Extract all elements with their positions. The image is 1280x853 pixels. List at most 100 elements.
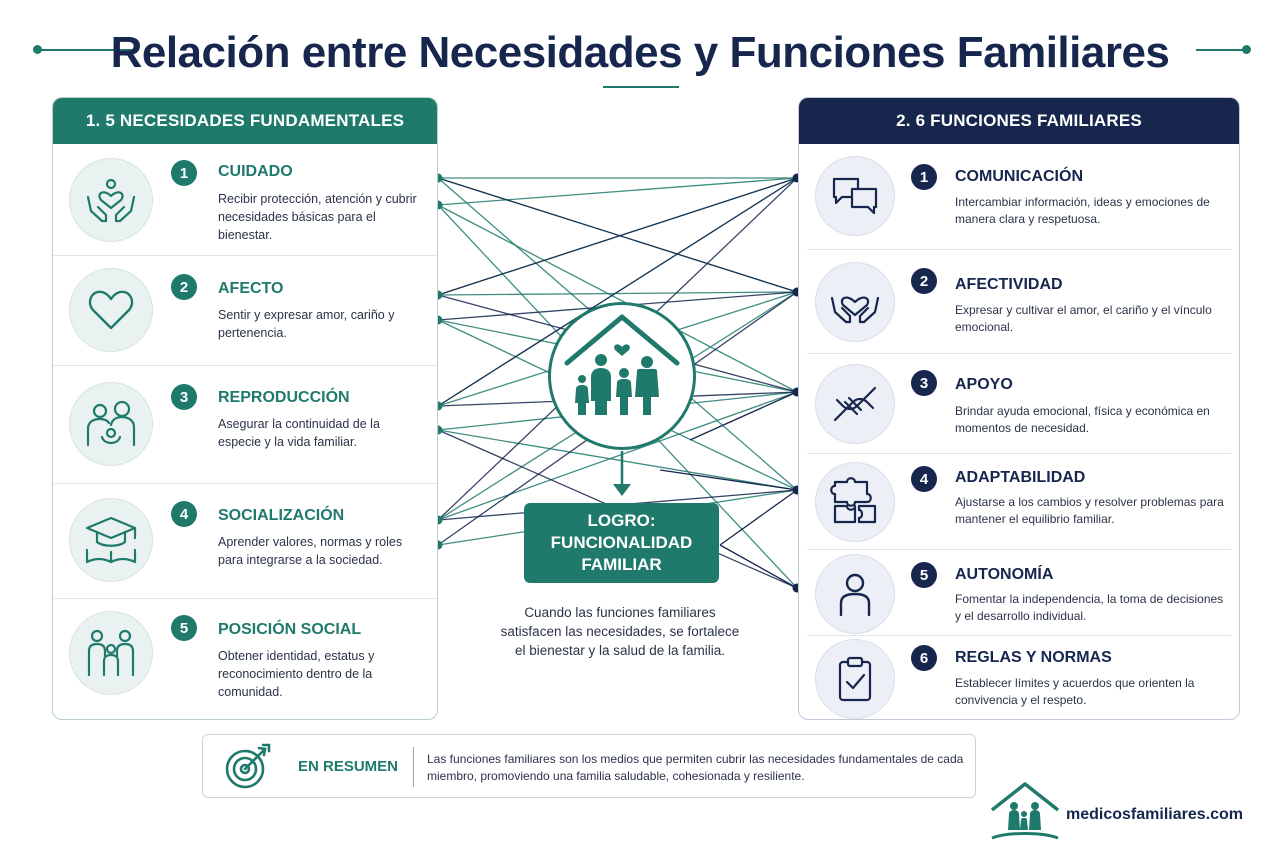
function-number: 1 xyxy=(911,164,937,190)
logro-line: FUNCIONALIDAD xyxy=(550,533,693,552)
title-left-rule xyxy=(40,49,136,51)
need-item-reproduccion: 3 REPRODUCCIÓN Asegurar la continuidad d… xyxy=(53,366,437,484)
function-desc: Fomentar la independencia, la toma de de… xyxy=(955,592,1224,623)
row-divider xyxy=(807,249,1231,250)
need-number: 5 xyxy=(171,615,197,641)
function-item-comunicacion: 1 COMUNICACIÓN Intercambiar información,… xyxy=(799,144,1239,250)
clipboard-check-icon xyxy=(815,639,895,719)
center-explanation: Cuando las funciones familiares satisfac… xyxy=(500,605,740,658)
function-desc: Establecer límites y acuerdos que orient… xyxy=(955,676,1195,707)
summary-box: EN RESUMEN Las funciones familiares son … xyxy=(202,734,976,798)
need-desc: Recibir protección, atención y cubrir ne… xyxy=(218,192,417,242)
function-desc: Ajustarse a los cambios y resolver probl… xyxy=(955,495,1224,526)
logro-box: LOGRO: FUNCIONALIDAD FAMILIAR xyxy=(524,503,719,583)
row-divider xyxy=(53,255,437,256)
need-number: 1 xyxy=(171,160,197,186)
house-family-logo-icon xyxy=(988,780,1062,847)
hands-heart-icon xyxy=(815,262,895,342)
need-number: 3 xyxy=(171,384,197,410)
function-item-afectividad: 2 AFECTIVIDAD Expresar y cultivar el amo… xyxy=(799,250,1239,354)
title-right-rule xyxy=(1196,49,1244,51)
brand-name: medicosfamiliares.com xyxy=(1066,806,1243,823)
house-family-icon xyxy=(548,302,696,450)
need-number: 2 xyxy=(171,274,197,300)
row-divider xyxy=(53,365,437,366)
family-group-icon xyxy=(69,611,153,695)
row-divider xyxy=(807,453,1231,454)
connector-line xyxy=(689,391,798,441)
connector-line xyxy=(719,489,798,546)
handshake-icon xyxy=(815,364,895,444)
function-desc: Expresar y cultivar el amor, el cariño y… xyxy=(955,303,1212,334)
need-number: 4 xyxy=(171,501,197,527)
need-item-afecto: 2 AFECTO Sentir y expresar amor, cariño … xyxy=(53,256,437,366)
need-desc: Asegurar la continuidad de la especie y … xyxy=(218,417,380,449)
heart-icon xyxy=(69,268,153,352)
row-divider xyxy=(53,598,437,599)
row-divider xyxy=(807,353,1231,354)
page-title: Relación entre Necesidades y Funciones F… xyxy=(110,28,1170,77)
target-icon xyxy=(223,743,273,796)
row-divider xyxy=(807,635,1231,636)
title-area: Relación entre Necesidades y Funciones F… xyxy=(0,22,1280,92)
speech-bubbles-icon xyxy=(815,156,895,236)
need-desc: Sentir y expresar amor, cariño y pertene… xyxy=(218,308,395,340)
function-number: 3 xyxy=(911,370,937,396)
title-underline xyxy=(603,86,679,88)
need-title: REPRODUCCIÓN xyxy=(218,389,350,406)
connector-line xyxy=(437,391,798,521)
connector-line xyxy=(437,291,798,296)
row-divider xyxy=(53,483,437,484)
need-title: SOCIALIZACIÓN xyxy=(218,507,345,524)
summary-text: Las funciones familiares son los medios … xyxy=(427,752,964,783)
need-item-cuidado: 1 CUIDADO Recibir protección, atención y… xyxy=(53,144,437,256)
puzzle-icon xyxy=(815,462,895,542)
connector-line xyxy=(659,469,798,491)
function-number: 6 xyxy=(911,645,937,671)
connector-line xyxy=(437,177,798,293)
connector-line xyxy=(437,177,798,296)
title-left-dot xyxy=(33,45,42,54)
need-item-socializacion: 4 SOCIALIZACIÓN Aprender valores, normas… xyxy=(53,484,437,599)
function-title: AFECTIVIDAD xyxy=(955,276,1063,293)
need-title: AFECTO xyxy=(218,280,284,297)
function-title: AUTONOMÍA xyxy=(955,566,1054,583)
need-desc: Obtener identidad, estatus y reconocimie… xyxy=(218,649,375,699)
connector-line xyxy=(719,544,798,589)
function-desc: Intercambiar información, ideas y emocio… xyxy=(955,195,1210,226)
function-title: APOYO xyxy=(955,376,1013,393)
graduation-book-icon xyxy=(69,498,153,582)
function-number: 2 xyxy=(911,268,937,294)
hands-heart-icon xyxy=(69,158,153,242)
function-desc: Brindar ayuda emocional, física y económ… xyxy=(955,404,1210,435)
summary-divider xyxy=(413,747,414,787)
connector-line xyxy=(437,429,798,491)
title-right-dot xyxy=(1242,45,1251,54)
connector-line xyxy=(437,177,798,206)
parents-baby-icon xyxy=(69,382,153,466)
summary-label: EN RESUMEN xyxy=(298,758,399,775)
connector-line xyxy=(437,204,798,393)
logro-line: LOGRO: xyxy=(587,511,656,530)
functions-panel: 2. 6 FUNCIONES FAMILIARES 1 COMUNICACIÓN… xyxy=(798,97,1240,720)
need-title: CUIDADO xyxy=(218,163,293,180)
connector-line xyxy=(437,177,798,407)
function-title: REGLAS Y NORMAS xyxy=(955,649,1112,666)
function-title: ADAPTABILIDAD xyxy=(955,469,1086,486)
function-item-reglas: 6 REGLAS Y NORMAS Establecer límites y a… xyxy=(799,636,1239,719)
functions-panel-heading: 2. 6 FUNCIONES FAMILIARES xyxy=(799,98,1239,144)
row-divider xyxy=(807,549,1231,550)
function-item-apoyo: 3 APOYO Brindar ayuda emocional, física … xyxy=(799,354,1239,454)
need-desc: Aprender valores, normas y roles para in… xyxy=(218,535,403,567)
need-title: POSICIÓN SOCIAL xyxy=(218,621,362,638)
function-title: COMUNICACIÓN xyxy=(955,168,1083,185)
need-item-posicion-social: 5 POSICIÓN SOCIAL Obtener identidad, est… xyxy=(53,599,437,719)
needs-panel: 1. 5 NECESIDADES FUNDAMENTALES 1 CUIDADO… xyxy=(52,97,438,720)
function-item-autonomia: 5 AUTONOMÍA Fomentar la independencia, l… xyxy=(799,550,1239,636)
function-number: 4 xyxy=(911,466,937,492)
function-number: 5 xyxy=(911,562,937,588)
needs-panel-heading: 1. 5 NECESIDADES FUNDAMENTALES xyxy=(53,98,437,144)
person-icon xyxy=(815,554,895,634)
function-item-adaptabilidad: 4 ADAPTABILIDAD Ajustarse a los cambios … xyxy=(799,454,1239,550)
